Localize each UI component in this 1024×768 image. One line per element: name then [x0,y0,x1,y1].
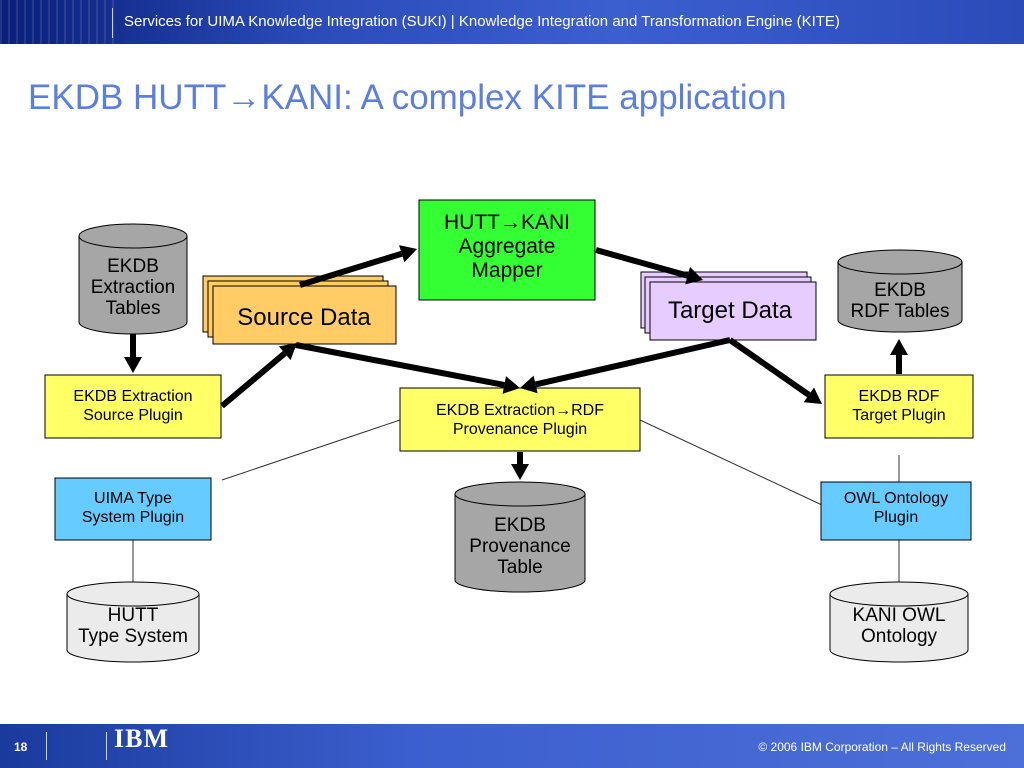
footer-divider [46,732,47,760]
arrow-mapper-to-target [595,247,689,279]
mapper-label: Mapper [471,259,542,282]
arrow-provenance-to-table-head [511,464,529,480]
header-pattern [0,0,120,44]
rdf-tables-db-body [837,262,963,333]
extraction-tables-db [78,223,188,335]
kani-owl-label: KANI OWL [853,605,946,626]
rdf-tables-label: EKDB [874,280,926,301]
provenance-table-db-body [454,494,586,593]
rdf-tables-db-top [837,249,963,275]
connector-line [221,419,401,481]
hutt-type-system-db [66,581,200,663]
arrow-extraction-to-source-head [278,343,297,361]
extraction-plugin-label: EKDB Extraction [73,388,192,405]
rdf-plugin-label: Target Plugin [852,407,945,424]
target-data-label: Target Data [668,297,793,324]
arrow-mapper-to-target-head [685,267,703,285]
page-number: 18 [14,740,28,754]
extraction-plugin-label: Source Plugin [83,407,183,424]
slide-title: EKDB HUTT→KANI: A complex KITE applicati… [28,78,787,117]
arrow-source-to-provenance [295,342,505,388]
provenance-table-db-top [454,481,586,507]
arrow-tables-to-extraction-head [124,357,142,373]
arrow-target-to-provenance [534,337,731,388]
source-data-box [212,285,397,345]
footer-bar: 18 IBM © 2006 IBM Corporation – All Righ… [0,724,1024,768]
connector-line [639,419,823,506]
arrow-source-to-provenance-head [502,376,520,394]
uima-plugin-box [54,477,212,541]
header-text: Services for UIMA Knowledge Integration … [124,13,840,30]
rdf-plugin-box [824,374,974,439]
uima-plugin-label: System Plugin [82,509,184,526]
arrow-target-to-provenance-head [520,375,538,394]
hutt-type-system-db-body [66,594,200,663]
arrow-target-to-rdf-plugin-head [803,387,822,404]
header-bar: Services for UIMA Knowledge Integration … [0,0,1024,44]
extraction-tables-label: Extraction [91,277,175,298]
uima-plugin-label: UIMA Type [94,490,172,507]
rdf-tables-db [837,249,963,333]
extraction-plugin-box [44,374,222,439]
arrow-source-to-mapper [299,250,403,288]
provenance-table-label: Provenance [469,536,570,557]
copyright-text: © 2006 IBM Corporation – All Rights Rese… [758,740,1006,754]
provenance-plugin-box [399,387,641,452]
arrow-target-to-rdf-plugin [728,337,811,398]
arrow-rdf-plugin-to-rdf-tables-head [890,339,908,355]
mapper-label: Aggregate [459,235,556,258]
header-divider [112,8,113,38]
owl-plugin-box [820,481,972,541]
extraction-tables-db-top [78,223,188,249]
extraction-tables-label: Tables [106,298,161,319]
ibm-logo: IBM [114,724,169,753]
kani-owl-db [829,581,969,663]
arrow-extraction-to-source [220,350,287,409]
target-data-box [649,281,817,341]
mapper-box [418,199,596,301]
kani-owl-db-top [829,581,969,607]
rdf-plugin-label: EKDB RDF [859,388,940,405]
extraction-tables-label: EKDB [107,256,159,277]
source-data-label: Source Data [237,304,371,331]
owl-plugin-label: Plugin [874,509,918,526]
provenance-table-db [454,481,586,593]
hutt-type-system-label: HUTT [108,605,159,626]
rdf-tables-label: RDF Tables [851,301,950,322]
footer-divider [106,732,107,760]
hutt-type-system-db-top [66,581,200,607]
kani-owl-db-body [829,594,969,663]
mapper-label: HUTT→KANI [444,211,570,234]
kani-owl-label: Ontology [861,626,938,647]
provenance-table-label: Table [497,557,542,578]
provenance-table-label: EKDB [494,515,546,536]
owl-plugin-label: OWL Ontology [844,490,948,507]
hutt-type-system-label: Type System [78,626,188,647]
arrow-source-to-mapper-head [399,245,417,263]
provenance-plugin-label: Provenance Plugin [453,421,587,438]
provenance-plugin-label: EKDB Extraction→RDF [436,402,604,419]
